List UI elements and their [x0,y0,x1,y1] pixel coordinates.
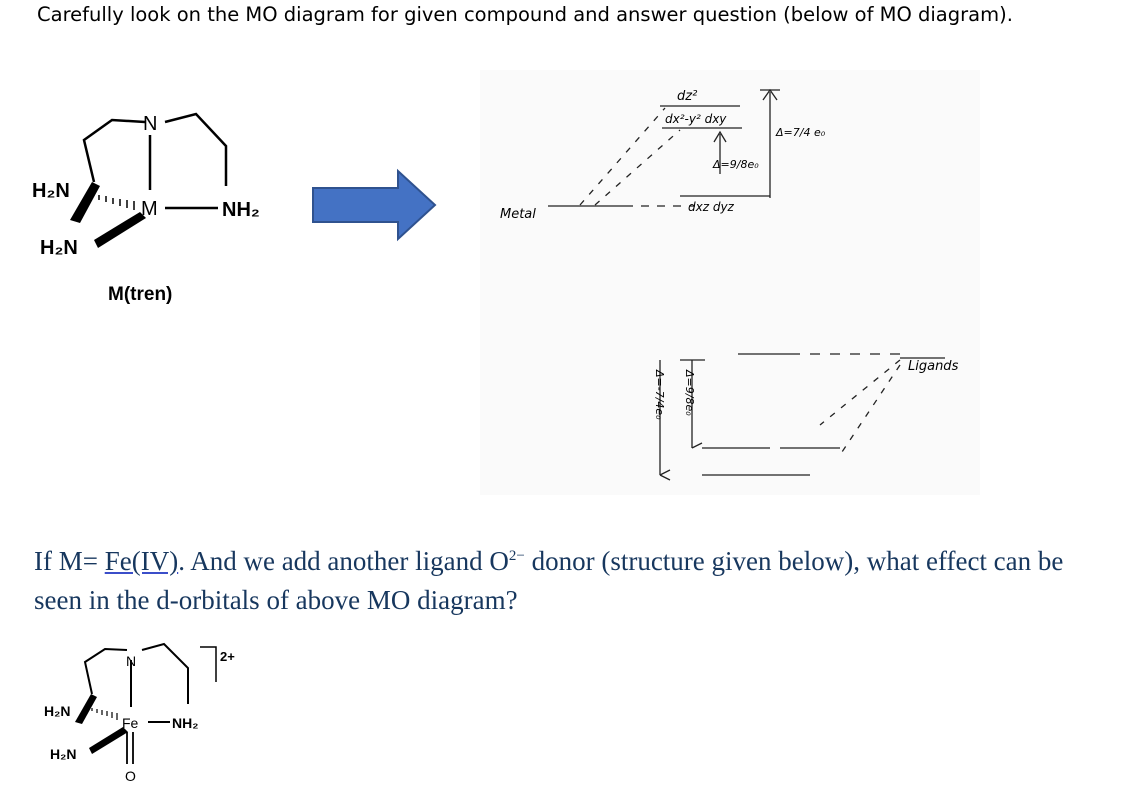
structure-caption: M(tren) [108,284,172,305]
nh2-right-label-2: NH₂ [172,715,198,731]
delta-mid-label: Δ=9/8e₀ [712,158,759,171]
nh2-bottom-left-label: H₂N [40,237,78,259]
mo-diagram: Metal Ligands dz² dx²-y² dxy dxz dyz Δ=7… [480,70,980,495]
o-atom-label: O [125,768,136,784]
question-part3: donor (structure given below), what effe… [34,546,1064,615]
n-atom-label: N [143,113,157,135]
nh2-top-left-label-2: H₂N [44,703,70,719]
charge-label: 2+ [220,649,235,664]
upper-pair-label: dx²-y² dxy [665,112,727,126]
tren-structure-diagram: N M H₂N NH₂ H₂N M(tren) [32,112,260,305]
nh2-right-label: NH₂ [222,199,260,221]
delta-low2-label: Δ=9/8e₀ [683,369,696,416]
question-text: If M= Fe(IV). And we add another ligand … [34,537,1094,620]
instruction-text: Carefully look on the MO diagram for giv… [37,3,1013,26]
nh2-bottom-left-label-2: H₂N [50,746,76,762]
question-part1: If M= [34,546,105,576]
question-charge: 2− [508,548,525,564]
question-ion: Fe(IV) [104,546,179,576]
right-arrow-icon [312,168,437,242]
metal-label: Metal [500,207,536,222]
ligands-label: Ligands [908,359,959,374]
fe-tren-oxo-structure: N Fe H₂N NH₂ H₂N O 2+ [44,642,235,784]
nh2-top-left-label: H₂N [32,180,70,202]
lower-pair-label: dxz dyz [688,200,735,214]
delta-upper-label: Δ=7/4 e₀ [775,126,826,139]
dz2-label: dz² [677,89,697,104]
fe-atom-label: Fe [122,715,139,731]
m-atom-label: M [141,198,158,220]
question-part2: . And we add another ligand O [178,546,509,576]
n-atom-label-2: N [126,653,136,669]
delta-low1-label: Δ=-7/4e₀ [653,369,666,420]
